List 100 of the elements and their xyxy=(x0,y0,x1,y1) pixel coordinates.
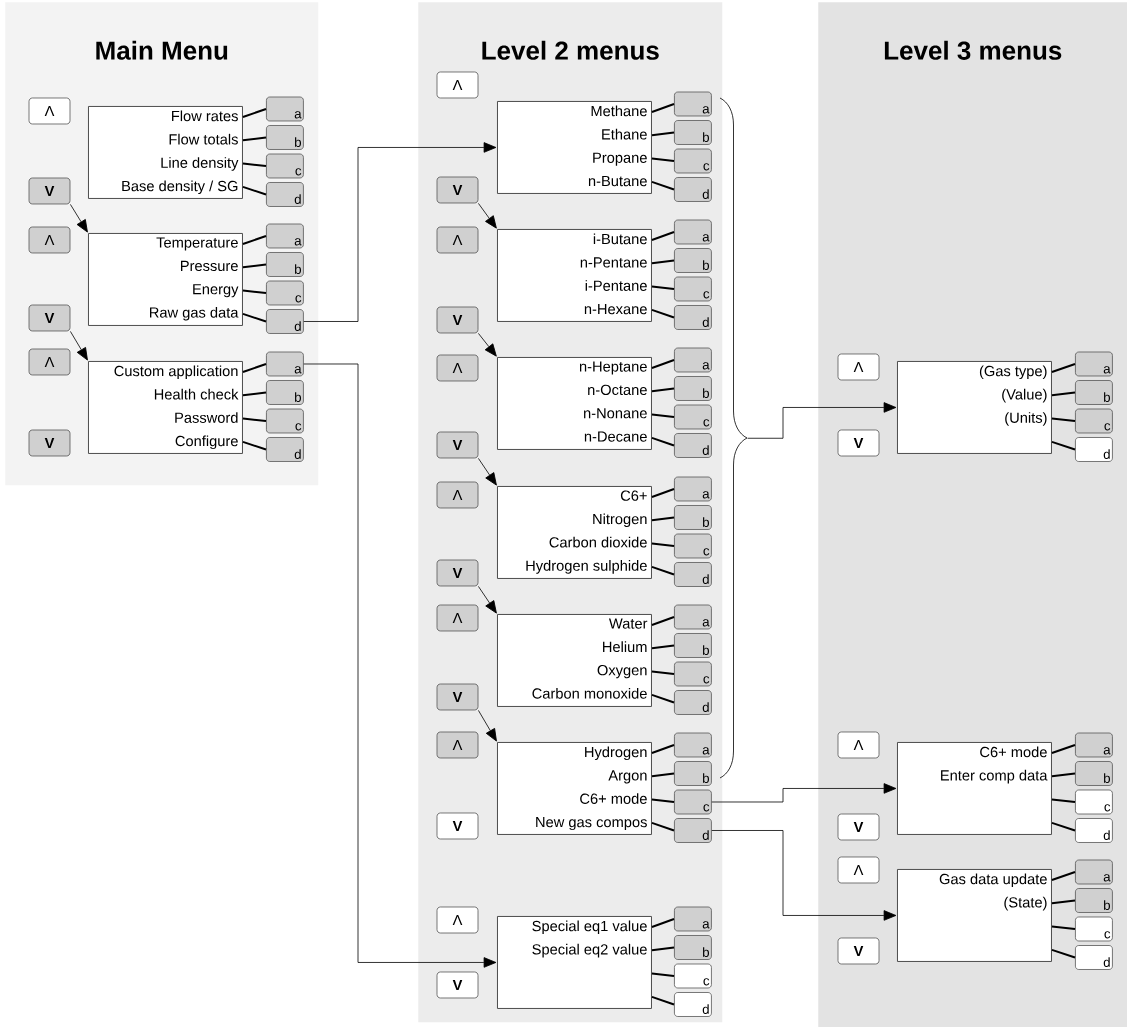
soft-key: a xyxy=(266,351,304,377)
soft-key: d xyxy=(674,177,712,202)
connector-line xyxy=(650,995,675,1006)
down-button: V xyxy=(436,431,479,459)
arrow xyxy=(478,710,497,742)
soft-key: a xyxy=(1075,859,1113,885)
brace xyxy=(719,97,748,779)
soft-key: c xyxy=(674,661,712,687)
connector-line xyxy=(650,616,675,626)
up-button: Λ xyxy=(28,348,71,376)
soft-key: c xyxy=(266,153,304,179)
up-button: Λ xyxy=(436,226,479,254)
connector-line xyxy=(1050,363,1076,373)
connector-line xyxy=(241,136,267,142)
soft-key: a xyxy=(1075,351,1113,377)
soft-key: d xyxy=(674,690,712,715)
connector-line xyxy=(650,157,675,162)
connector-line xyxy=(241,185,267,196)
connector-line xyxy=(650,103,675,113)
soft-key: c xyxy=(674,963,712,989)
connector-line xyxy=(1050,948,1076,959)
connector-line xyxy=(241,263,267,269)
down-button: V xyxy=(28,429,71,457)
soft-key: d xyxy=(674,305,712,330)
connector-line xyxy=(1050,899,1076,905)
connector-line xyxy=(1050,440,1076,451)
down-button: V xyxy=(436,683,479,711)
soft-key: b xyxy=(266,380,304,405)
up-button: Λ xyxy=(28,226,71,254)
connector-line xyxy=(650,798,675,803)
connector-line xyxy=(241,235,267,245)
soft-key: d xyxy=(266,309,304,334)
menu-box: i-Butane n-Pentane i-Pentane n-Hexane xyxy=(497,229,652,322)
soft-key: b xyxy=(1075,888,1113,913)
arrow xyxy=(478,586,497,614)
soft-key: a xyxy=(674,91,712,117)
connector-line xyxy=(650,180,675,191)
up-button: Λ xyxy=(837,353,880,381)
soft-key: d xyxy=(266,182,304,207)
up-button: Λ xyxy=(28,97,71,125)
connector-line xyxy=(650,285,675,290)
soft-key: d xyxy=(674,992,712,1017)
up-button: Λ xyxy=(436,906,479,934)
down-button: V xyxy=(436,559,479,587)
soft-key: d xyxy=(266,437,304,462)
down-button: V xyxy=(28,177,71,205)
soft-key: a xyxy=(674,219,712,245)
down-button: V xyxy=(436,971,479,999)
soft-key: c xyxy=(674,148,712,174)
menu-box: Hydrogen Argon C6+ mode New gas compos xyxy=(497,742,652,835)
connector-line xyxy=(650,821,675,832)
connector-line xyxy=(1050,772,1076,778)
connector-line xyxy=(650,436,675,447)
connector-line xyxy=(650,565,675,576)
down-button: V xyxy=(837,813,880,841)
connector-line xyxy=(650,644,675,650)
soft-key: b xyxy=(674,376,712,401)
soft-key: a xyxy=(1075,732,1113,758)
down-button: V xyxy=(436,812,479,840)
connector-line xyxy=(650,359,675,369)
connector-line xyxy=(650,670,675,675)
connector-line xyxy=(1050,391,1076,397)
menu-box: Temperature Pressure Energy Raw gas data xyxy=(88,233,243,326)
soft-key: c xyxy=(266,280,304,306)
soft-key: a xyxy=(266,223,304,249)
arrow xyxy=(303,363,497,968)
down-button: V xyxy=(837,937,880,965)
down-button: V xyxy=(837,429,880,457)
down-button: V xyxy=(436,306,479,334)
soft-key: b xyxy=(674,248,712,273)
connector-line xyxy=(650,387,675,393)
connector-line xyxy=(1050,417,1076,422)
soft-key: a xyxy=(266,96,304,122)
menu-box: n-Heptane n-Octane n-Nonane n-Decane xyxy=(497,357,652,450)
connector-line xyxy=(241,162,267,167)
arrow xyxy=(303,142,497,322)
soft-key: c xyxy=(674,789,712,815)
down-button: V xyxy=(28,304,71,332)
soft-key: c xyxy=(1075,916,1113,942)
menu-box: Methane Ethane Propane n-Butane xyxy=(497,101,652,194)
arrow xyxy=(747,402,897,439)
soft-key: b xyxy=(674,935,712,960)
soft-key: b xyxy=(674,505,712,530)
connector-line xyxy=(241,312,267,323)
menu-box: C6+ Nitrogen Carbon dioxide Hydrogen sulphide xyxy=(497,486,652,579)
arrow xyxy=(70,331,88,361)
connector-line xyxy=(650,918,675,928)
soft-key: b xyxy=(674,633,712,658)
connector-line xyxy=(650,308,675,319)
soft-key: c xyxy=(674,276,712,302)
connector-line xyxy=(650,542,675,547)
connector-line xyxy=(241,363,267,373)
connector-line xyxy=(650,516,675,522)
connector-line xyxy=(1050,871,1076,881)
soft-key: d xyxy=(1075,945,1113,970)
connector-line xyxy=(241,391,267,397)
connector-line xyxy=(650,972,675,977)
up-button: Λ xyxy=(436,354,479,382)
up-button: Λ xyxy=(436,604,479,632)
soft-key: b xyxy=(1075,380,1113,405)
